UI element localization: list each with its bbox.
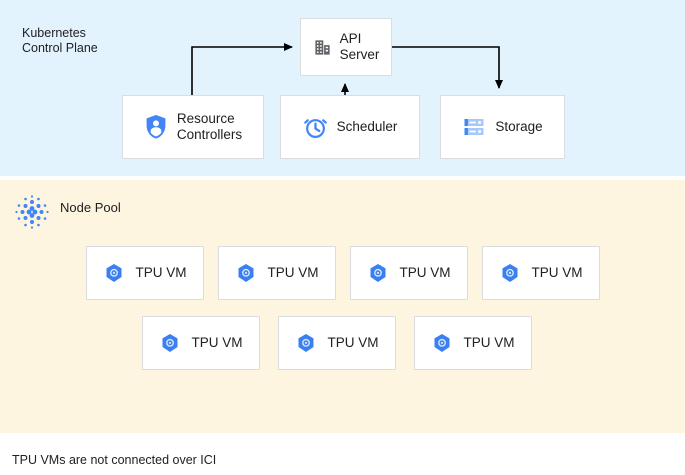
tpu-hex-icon (159, 332, 181, 354)
footnote-text: TPU VMs are not connected over ICI (12, 453, 217, 467)
building-icon (313, 38, 332, 57)
tpu-vm-card[interactable]: TPU VM (218, 246, 336, 300)
alarm-clock-icon (303, 115, 328, 140)
tpu-vm-label: TPU VM (135, 265, 187, 280)
tpu-hex-icon (295, 332, 317, 354)
tpu-hex-icon (235, 262, 257, 284)
tpu-vm-card[interactable]: TPU VM (350, 246, 468, 300)
tpu-hex-icon (103, 262, 125, 284)
tpu-hex-icon (499, 262, 521, 284)
tpu-vm-card[interactable]: TPU VM (482, 246, 600, 300)
node-pool-title: Node Pool (60, 200, 121, 215)
api-server-node[interactable]: API Server (300, 18, 392, 76)
storage-label: Storage (495, 119, 543, 134)
tpu-vm-label: TPU VM (531, 265, 583, 280)
scheduler-node[interactable]: Scheduler (280, 95, 420, 159)
tpu-vm-label: TPU VM (191, 335, 243, 350)
tpu-vm-card[interactable]: TPU VM (278, 316, 396, 370)
tpu-vm-card[interactable]: TPU VM (86, 246, 204, 300)
tpu-vm-label: TPU VM (463, 335, 515, 350)
resource-controllers-node[interactable]: Resource Controllers (122, 95, 264, 159)
api-server-label: API Server (339, 31, 380, 62)
scheduler-label: Scheduler (336, 119, 398, 134)
server-rack-icon (462, 115, 486, 139)
resource-controllers-label: Resource Controllers (176, 111, 243, 142)
node-pool-panel (0, 180, 685, 433)
shield-user-icon (144, 114, 168, 140)
control-plane-title: Kubernetes Control Plane (22, 26, 98, 55)
dot-matrix-icon (12, 192, 52, 232)
storage-node[interactable]: Storage (440, 95, 565, 159)
tpu-vm-label: TPU VM (327, 335, 379, 350)
tpu-vm-label: TPU VM (399, 265, 451, 280)
tpu-vm-card[interactable]: TPU VM (142, 316, 260, 370)
tpu-vm-card[interactable]: TPU VM (414, 316, 532, 370)
tpu-hex-icon (367, 262, 389, 284)
tpu-vm-label: TPU VM (267, 265, 319, 280)
tpu-hex-icon (431, 332, 453, 354)
